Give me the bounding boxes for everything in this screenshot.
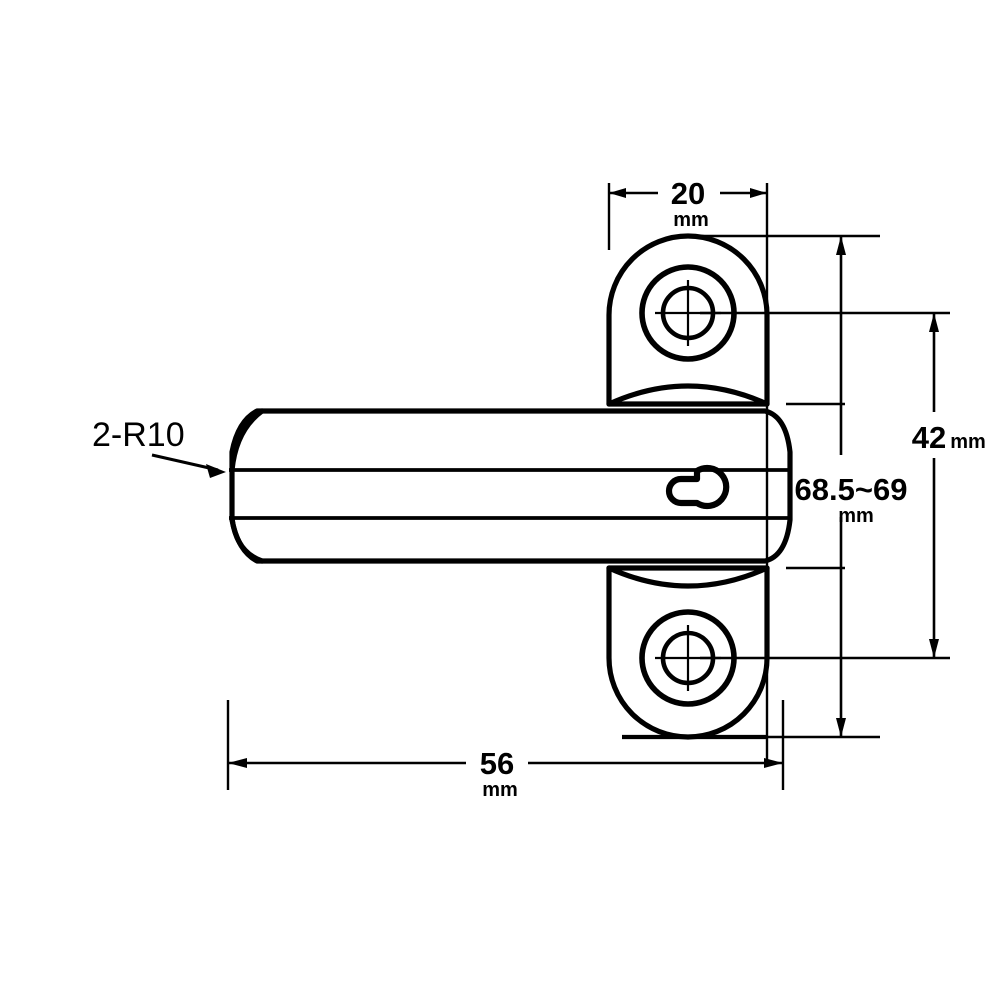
overall-length-dimension: 56 mm xyxy=(228,742,783,801)
handle-body-outline xyxy=(229,408,793,564)
screw-hole-bottom xyxy=(639,609,737,707)
dim-unit-56mm: mm xyxy=(482,779,518,801)
mounting-plate-bottom-junction-arc xyxy=(606,565,770,589)
arrowhead-42mm-top xyxy=(929,313,939,332)
dim-value-42mm: 42 xyxy=(912,420,946,455)
dim-value-56mm: 56 xyxy=(480,746,514,781)
mounting-plate-top-junction-arc xyxy=(606,383,770,407)
dim-text-gap-56mm xyxy=(466,742,528,782)
dim-unit-42mm: mm xyxy=(950,431,986,453)
arrowhead-685mm-top xyxy=(836,236,846,255)
radius-callout: 2-R10 xyxy=(92,416,226,478)
dim-text-gap-685mm xyxy=(795,455,907,517)
arrowhead-42mm-bottom xyxy=(929,639,939,658)
width-dimension-top: 20 mm xyxy=(609,173,767,231)
screw-hole-bottom-outer-ring xyxy=(639,609,737,707)
screw-hole-top xyxy=(639,264,737,362)
arrowhead-685mm-bottom xyxy=(836,718,846,737)
handle-left-taper-bottom xyxy=(229,515,265,564)
screw-hole-top-outer-ring xyxy=(639,264,737,362)
keyhole-outline xyxy=(665,464,730,510)
dim-value-20mm: 20 xyxy=(671,176,705,211)
handle-body xyxy=(229,408,793,564)
radius-callout-label: 2-R10 xyxy=(92,416,185,454)
handle-left-taper-top xyxy=(229,408,265,473)
dim-value-685mm: 68.5~69 xyxy=(795,472,908,507)
keyhole xyxy=(665,464,730,510)
handle-height-dimension: 68.5~69 mm xyxy=(795,236,908,737)
arrowhead-20mm-left xyxy=(609,188,626,198)
dim-text-gap-42mm xyxy=(898,412,994,458)
radius-callout-arrowhead xyxy=(206,464,226,478)
dim-unit-20mm: mm xyxy=(673,209,709,231)
arrowhead-56mm-left xyxy=(228,758,247,768)
mounting-plate-top-outline xyxy=(606,233,770,407)
mounting-plate-bottom xyxy=(606,565,770,740)
overall-height-dimension: 42 mm xyxy=(898,313,994,658)
arrowhead-20mm-right xyxy=(750,188,767,198)
dim-text-gap-20mm xyxy=(658,173,720,213)
arrowhead-56mm-right xyxy=(764,758,783,768)
dim-unit-685mm: mm xyxy=(838,505,874,527)
mounting-plate-top xyxy=(606,233,770,407)
